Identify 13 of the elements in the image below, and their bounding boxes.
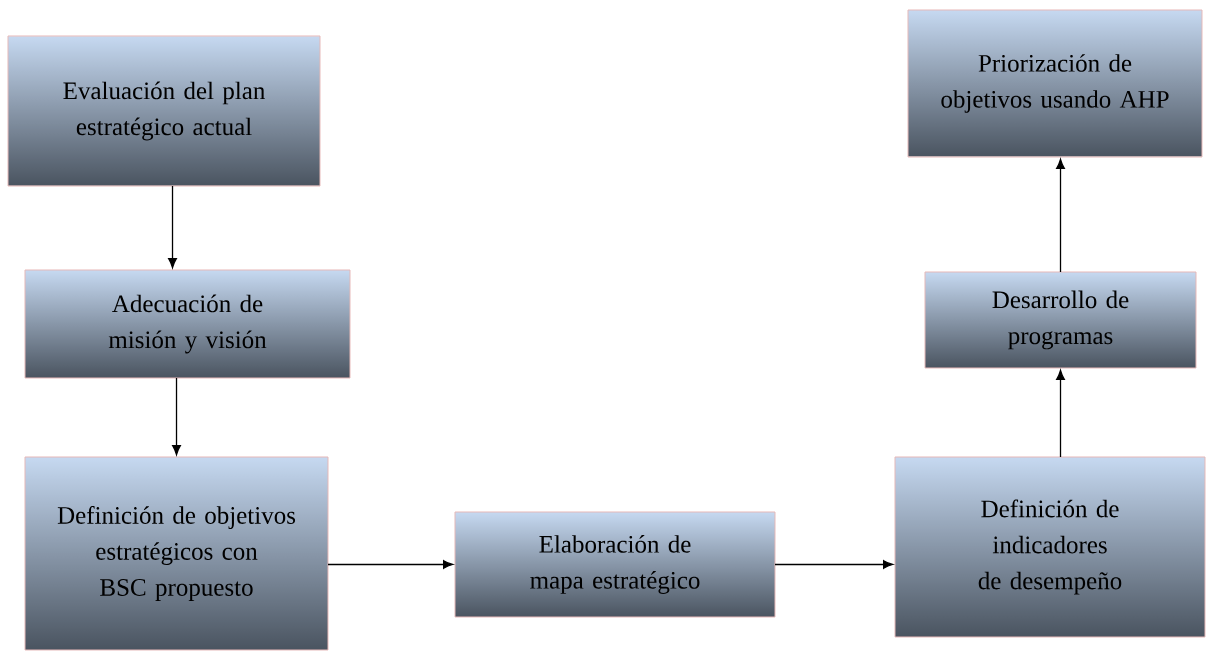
arrow: [168, 185, 177, 269]
process-box: Elaboración de mapa estratégico: [454, 511, 776, 618]
process-box: Evaluación del plan estratégico actual: [7, 35, 321, 187]
arrow: [327, 560, 454, 569]
process-box: Desarrollo de programas: [924, 271, 1197, 369]
process-box: Definición de indicadores de desempeño: [894, 456, 1206, 638]
arrow: [1056, 158, 1065, 273]
process-box: Adecuación de misión y visión: [24, 269, 351, 379]
arrow: [172, 377, 181, 456]
process-box: Definición de objetivos estratégicos con BSC propuesto: [24, 456, 329, 651]
process-box: Priorización de objetivos usando AHP: [907, 9, 1203, 158]
arrow: [774, 560, 894, 569]
arrow: [1056, 369, 1065, 458]
